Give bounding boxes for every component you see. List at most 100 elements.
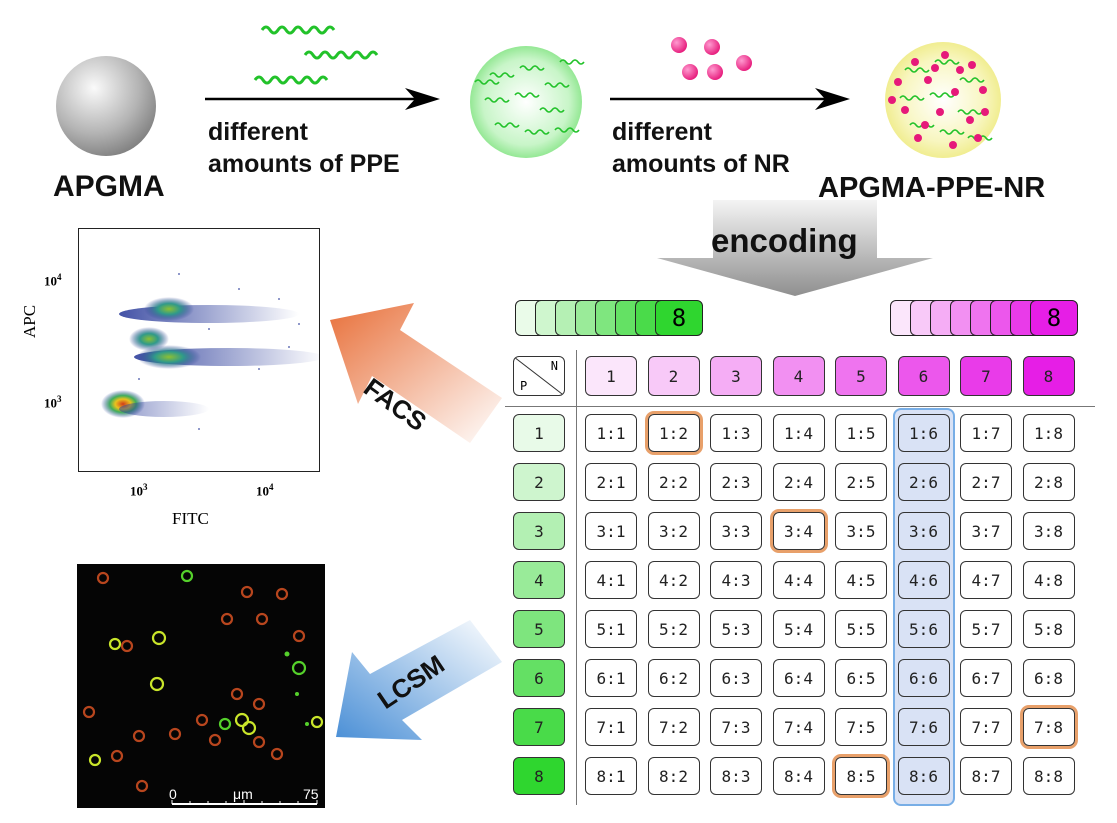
grid-cell-4-5: 4:5: [835, 561, 887, 599]
grid-cell-3-1: 3:1: [585, 512, 637, 550]
facs-plot: [78, 228, 320, 472]
synthesis-scheme: [56, 25, 1001, 158]
grid-cell-2-1: 2:1: [585, 463, 637, 501]
row-header-1: 1: [513, 414, 565, 452]
grid-cell-5-5: 5:5: [835, 610, 887, 648]
apgma-sphere: [56, 56, 156, 156]
lcsm-image: 0 μm 75: [77, 564, 325, 808]
arrow1-label-line2: amounts of PPE: [208, 150, 400, 178]
grid-cell-4-2: 4:2: [647, 561, 700, 599]
grid-cell-7-6: 7:6: [897, 708, 950, 746]
grid-cell-6-7: 6:7: [960, 659, 1012, 697]
grid-cell-4-4: 4:4: [772, 561, 825, 599]
grid-cell-2-3: 2:3: [710, 463, 762, 501]
grid-cell-6-2: 6:2: [647, 659, 700, 697]
col-header-5: 5: [835, 356, 887, 396]
grid-cell-8-5: 8:5: [835, 757, 887, 795]
encoding-label: encoding: [711, 222, 858, 259]
arrow2-label-line2: amounts of NR: [612, 150, 790, 178]
grid-cell-6-6: 6:6: [897, 659, 950, 697]
product-sphere: [885, 42, 1001, 158]
grid-cell-6-3: 6:3: [710, 659, 762, 697]
facs-ytick-2: 103: [44, 394, 62, 411]
grid-cell-8-8: 8:8: [1022, 757, 1075, 795]
grid-cell-2-4: 2:4: [772, 463, 825, 501]
lcsm-arrow-icon: [336, 620, 502, 740]
grid-cell-2-8: 2:8: [1022, 463, 1075, 501]
grid-cell-2-5: 2:5: [835, 463, 887, 501]
grid-cell-8-4: 8:4: [772, 757, 825, 795]
facs-scatter: [101, 273, 319, 430]
grid-cell-3-2: 3:2: [647, 512, 700, 550]
ppe-loaded-sphere: [470, 46, 585, 158]
grid-cell-4-7: 4:7: [960, 561, 1012, 599]
grid-cell-1-6: 1:6: [897, 414, 950, 452]
grid-cell-3-7: 3:7: [960, 512, 1012, 550]
grid-cell-5-8: 5:8: [1022, 610, 1075, 648]
corner-p-label: P: [520, 379, 528, 393]
grid-cell-6-8: 6:8: [1022, 659, 1075, 697]
green-stack-card-8: 8: [655, 300, 703, 336]
grid-cell-8-3: 8:3: [710, 757, 762, 795]
grid-cell-1-3: 1:3: [710, 414, 762, 452]
grid-cell-3-5: 3:5: [835, 512, 887, 550]
apgma-label: APGMA: [53, 170, 165, 203]
grid-cell-7-3: 7:3: [710, 708, 762, 746]
row-header-5: 5: [513, 610, 565, 648]
lcsm-cells: [82, 569, 324, 805]
grid-cell-7-5: 7:5: [835, 708, 887, 746]
grid-cell-7-2: 7:2: [647, 708, 700, 746]
grid-cell-6-4: 6:4: [772, 659, 825, 697]
grid-cell-4-1: 4:1: [585, 561, 637, 599]
grid-cell-6-1: 6:1: [585, 659, 637, 697]
grid-cell-1-5: 1:5: [835, 414, 887, 452]
col-header-7: 7: [960, 356, 1012, 396]
grid-cell-7-8: 7:8: [1022, 708, 1075, 746]
col-header-8: 8: [1022, 356, 1075, 396]
facs-ytick-1: 104: [44, 272, 62, 289]
grid-cell-4-3: 4:3: [710, 561, 762, 599]
grid-cell-3-6: 3:6: [897, 512, 950, 550]
scale-bar-end: 75: [303, 786, 319, 802]
product-label: APGMA-PPE-NR: [818, 172, 1046, 204]
row-header-8: 8: [513, 757, 565, 795]
grid-cell-5-4: 5:4: [772, 610, 825, 648]
grid-cell-5-7: 5:7: [960, 610, 1012, 648]
grid-cell-2-7: 2:7: [960, 463, 1012, 501]
grid-cell-5-2: 5:2: [647, 610, 700, 648]
col-header-2: 2: [647, 356, 700, 396]
row-header-6: 6: [513, 659, 565, 697]
grid-cell-7-1: 7:1: [585, 708, 637, 746]
grid-corner-cell: N P: [513, 356, 565, 396]
grid-cell-2-2: 2:2: [647, 463, 700, 501]
grid-cell-1-8: 1:8: [1022, 414, 1075, 452]
grid-cell-1-2: 1:2: [647, 414, 700, 452]
encoding-arrow-icon: [657, 200, 933, 296]
row-header-7: 7: [513, 708, 565, 746]
row-header-2: 2: [513, 463, 565, 501]
grid-cell-8-1: 8:1: [585, 757, 637, 795]
col-header-3: 3: [710, 356, 762, 396]
col-header-1: 1: [585, 356, 637, 396]
ppe-strands-icon: [253, 25, 379, 85]
magenta-stack-card-8: 8: [1030, 300, 1078, 336]
grid-cell-1-1: 1:1: [585, 414, 637, 452]
grid-cell-1-4: 1:4: [772, 414, 825, 452]
grid-cell-5-6: 5:6: [897, 610, 950, 648]
row-header-3: 3: [513, 512, 565, 550]
grid-cell-8-6: 8:6: [897, 757, 950, 795]
scale-bar-unit: μm: [233, 786, 253, 802]
corner-n-label: N: [550, 359, 558, 373]
highlighted-column-band: [892, 408, 955, 806]
arrow2-label-line1: different: [612, 118, 712, 146]
grid-cell-8-2: 8:2: [647, 757, 700, 795]
grid-cell-7-7: 7:7: [960, 708, 1012, 746]
grid-cell-5-1: 5:1: [585, 610, 637, 648]
facs-arrow-icon: [330, 303, 502, 443]
grid-horizontal-divider: [505, 406, 1095, 407]
facs-xtick-2: 104: [256, 482, 274, 499]
grid-cell-5-3: 5:3: [710, 610, 762, 648]
grid-cell-4-8: 4:8: [1022, 561, 1075, 599]
grid-cell-1-7: 1:7: [960, 414, 1012, 452]
